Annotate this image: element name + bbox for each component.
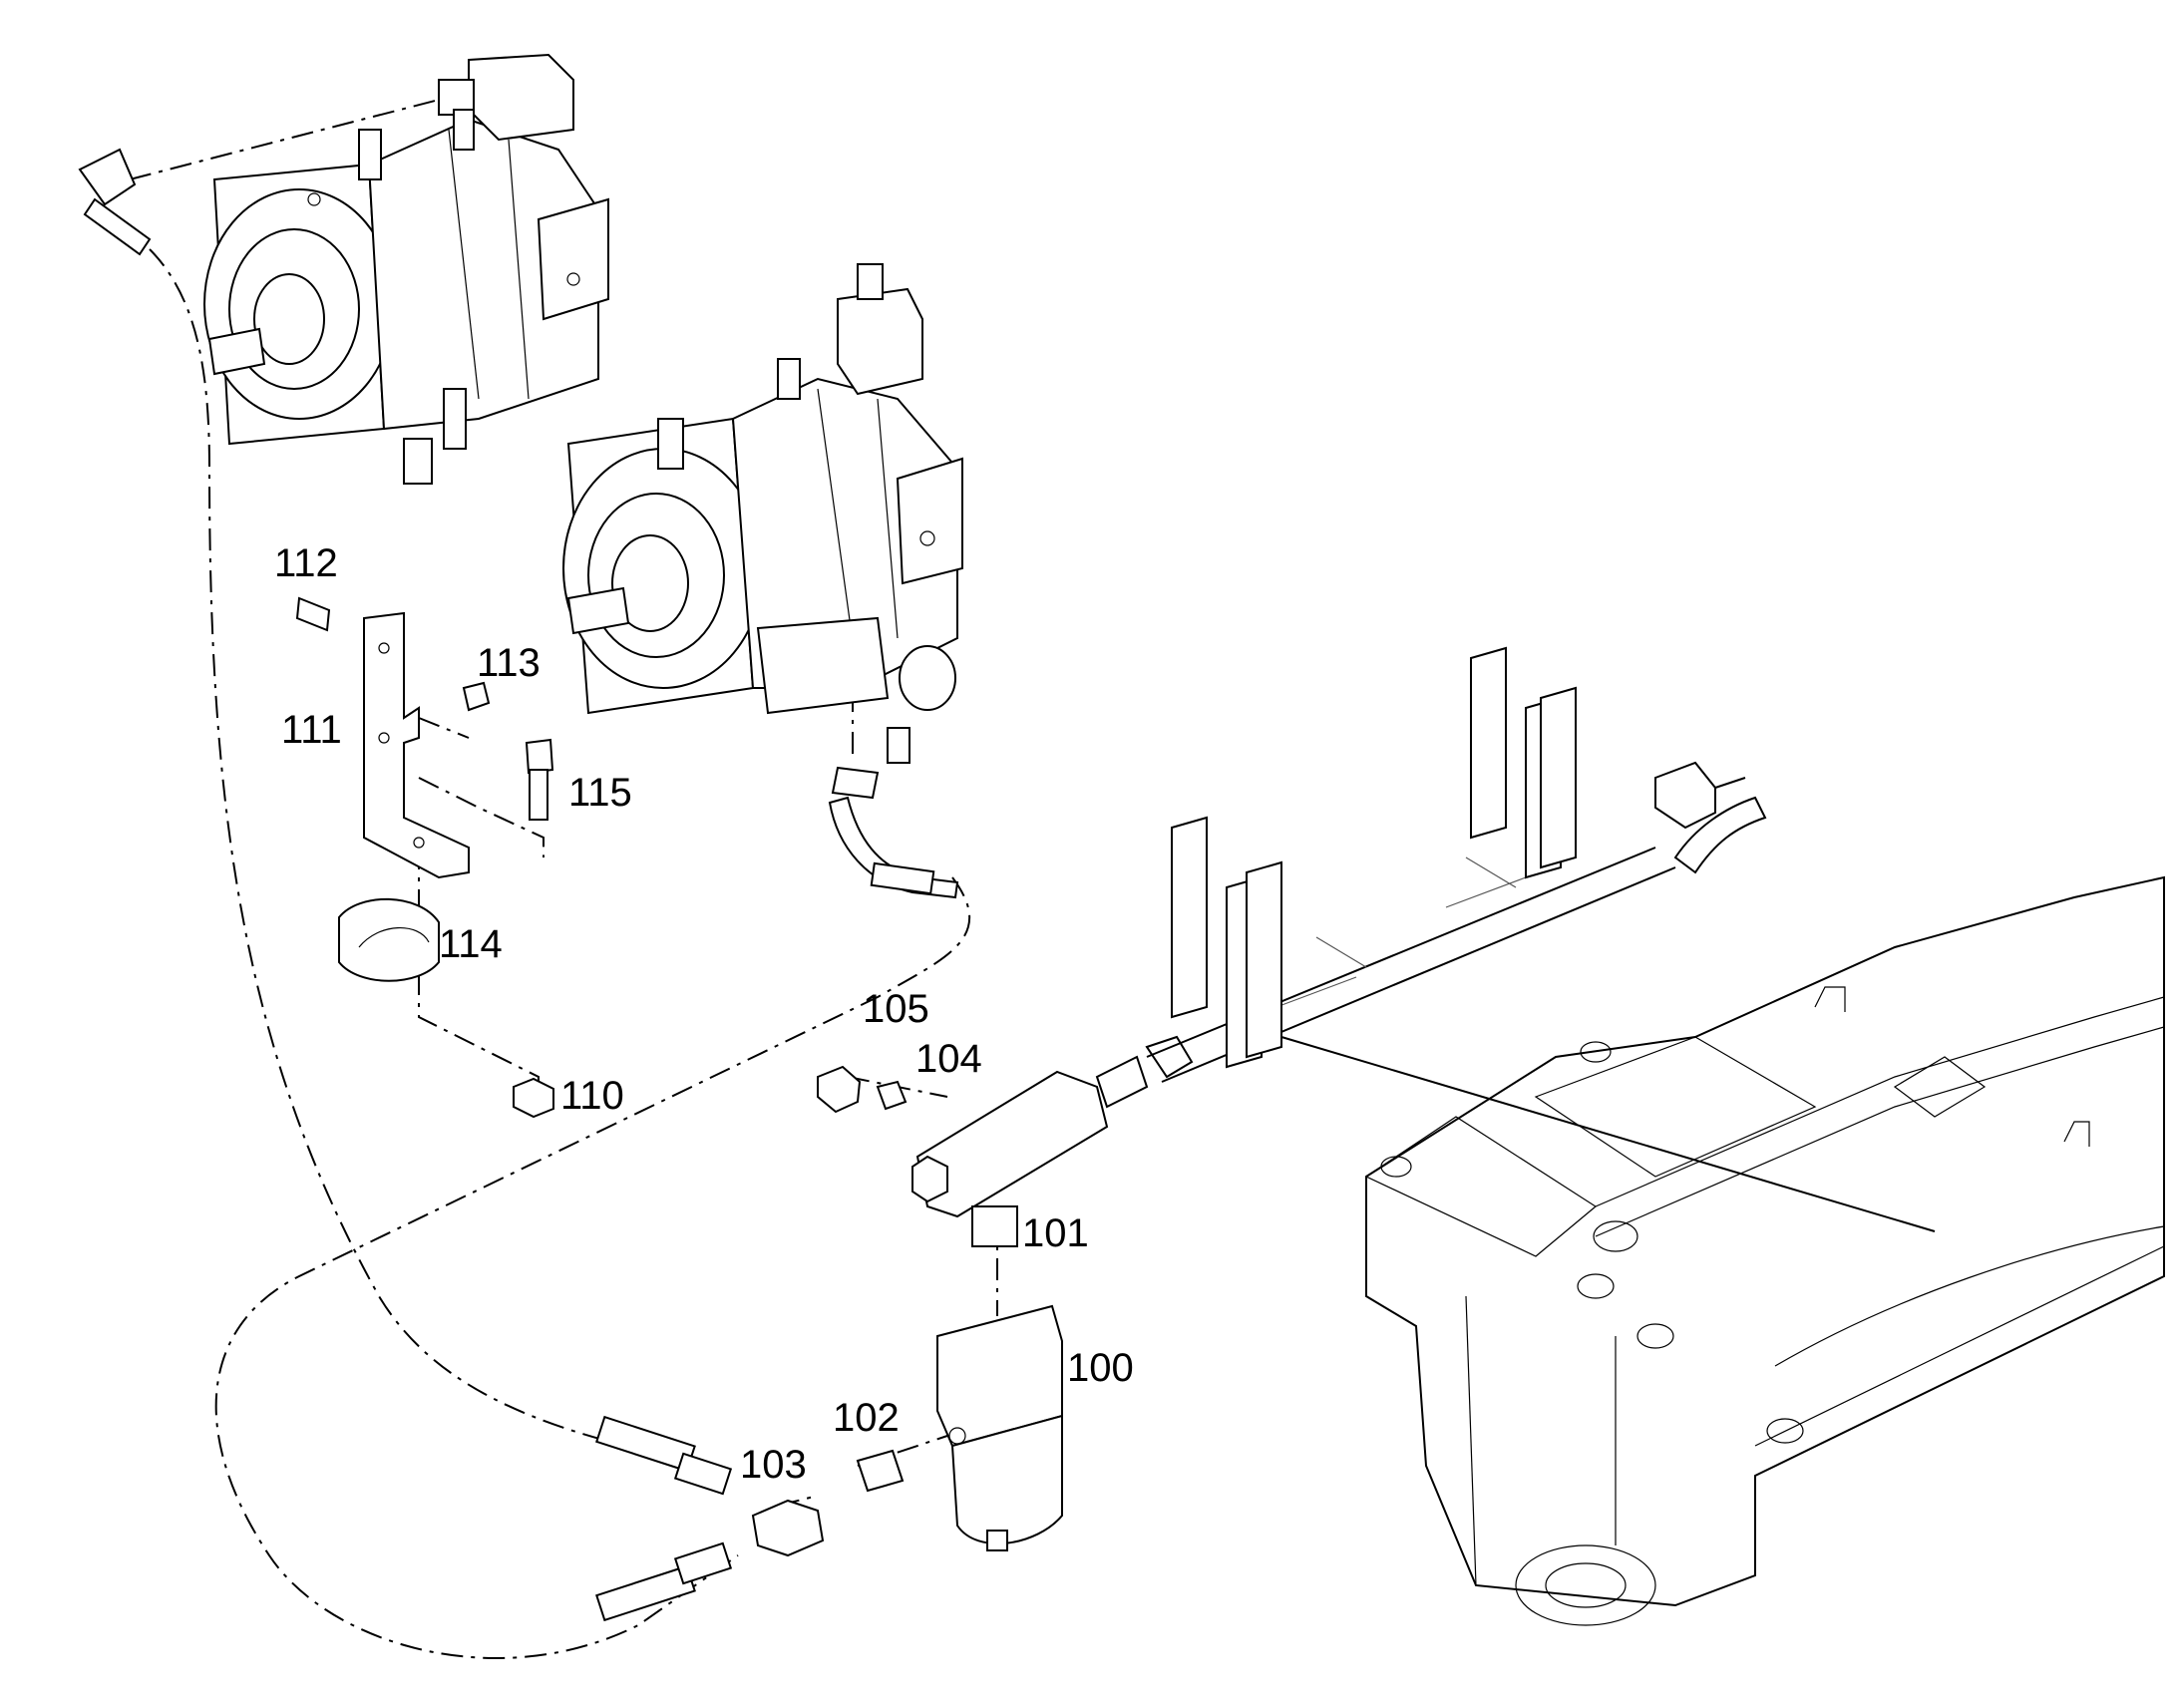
callout-110: 110 <box>560 1074 624 1118</box>
hydraulic-motor-upper <box>203 53 609 485</box>
vehicle-frame <box>1364 875 2165 1626</box>
callout-112: 112 <box>274 541 338 585</box>
cap-104 <box>876 1080 908 1111</box>
adapter-102 <box>856 1449 905 1493</box>
mounting-bracket-group <box>295 596 554 1119</box>
filter-100-bowl <box>950 1414 1063 1545</box>
tee-103 <box>751 1499 825 1557</box>
clamp-114 <box>338 897 440 982</box>
hydraulic-motor-center <box>562 263 963 764</box>
callout-103: 103 <box>740 1443 807 1487</box>
callout-101: 101 <box>1022 1211 1089 1255</box>
callout-labels: 100 101 102 103 104 105 110 111 112 113 … <box>274 541 1134 1487</box>
callout-102: 102 <box>833 1396 900 1440</box>
bolt-shank-115 <box>529 769 548 821</box>
fitting-101 <box>971 1205 1018 1247</box>
shim-plate-112 <box>295 596 331 632</box>
valve-manifold <box>751 1035 1194 1557</box>
callout-111: 111 <box>281 708 342 752</box>
callout-113: 113 <box>477 641 541 685</box>
callout-105: 105 <box>863 987 929 1031</box>
callout-100: 100 <box>1067 1346 1134 1390</box>
screw-113 <box>462 681 491 712</box>
callout-115: 115 <box>568 771 632 815</box>
bracket-111 <box>363 611 470 879</box>
leader-line <box>1280 1036 1936 1232</box>
hoses <box>78 148 959 1622</box>
bolt-head-115 <box>525 738 554 775</box>
callout-104: 104 <box>915 1037 982 1081</box>
nut-110 <box>513 1077 554 1119</box>
nut-105 <box>817 1065 862 1114</box>
callout-114: 114 <box>439 922 503 966</box>
rail-clamp-assembly <box>1146 646 1767 1083</box>
